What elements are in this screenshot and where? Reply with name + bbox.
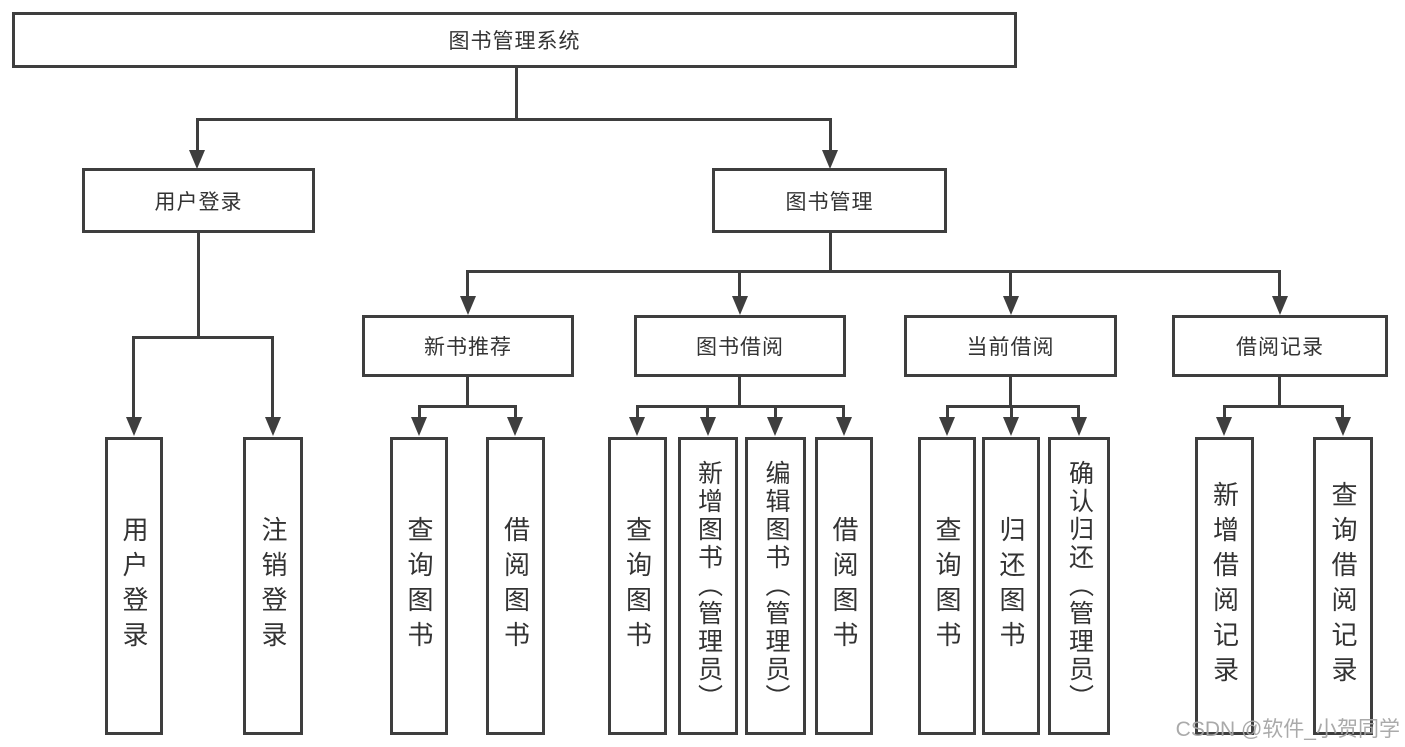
node-label: 新增借阅记录 xyxy=(1209,481,1240,691)
connector-line xyxy=(1223,405,1226,419)
connector-line xyxy=(467,270,1281,273)
node-current-borrow: 当前借阅 xyxy=(904,315,1117,377)
csdn-watermark: CSDN @软件_小贺同学 xyxy=(1175,718,1400,741)
connector-line xyxy=(738,270,741,297)
node-library-management-system: 图书管理系统 xyxy=(12,12,1017,68)
node-book-borrow: 图书借阅 xyxy=(634,315,846,377)
arrow-down-icon xyxy=(700,417,716,436)
leaf-borrow-books-recommend: 借阅图书 xyxy=(486,437,545,735)
connector-line xyxy=(636,405,845,408)
arrow-down-icon xyxy=(732,296,748,315)
connector-line xyxy=(514,405,517,419)
leaf-borrow-books: 借阅图书 xyxy=(815,437,873,735)
arrow-down-icon xyxy=(939,417,955,436)
leaf-query-borrow-record: 查询借阅记录 xyxy=(1313,437,1373,735)
node-user-login: 用户登录 xyxy=(82,168,315,233)
connector-line xyxy=(132,336,274,339)
arrow-down-icon xyxy=(1003,296,1019,315)
leaf-add-borrow-record: 新增借阅记录 xyxy=(1195,437,1254,735)
node-label: 用户登录 xyxy=(119,516,149,656)
arrow-down-icon xyxy=(767,417,783,436)
leaf-return-books: 归还图书 xyxy=(982,437,1040,735)
node-label: 图书管理 xyxy=(785,190,874,214)
arrow-down-icon xyxy=(189,150,205,169)
leaf-edit-books-admin: 编辑图书（管理员） xyxy=(745,437,806,735)
connector-line xyxy=(829,233,832,270)
node-new-book-recommend: 新书推荐 xyxy=(362,315,574,377)
node-label: 借阅图书 xyxy=(500,516,531,656)
leaf-add-books-admin: 新增图书（管理员） xyxy=(678,437,738,735)
arrow-down-icon xyxy=(126,417,142,436)
node-borrow-records: 借阅记录 xyxy=(1172,315,1388,377)
node-label: 用户登录 xyxy=(154,190,243,214)
leaf-query-books-borrow: 查询图书 xyxy=(608,437,667,735)
node-label: 借阅记录 xyxy=(1236,336,1324,359)
connector-line xyxy=(946,405,949,419)
leaf-query-books-current: 查询图书 xyxy=(918,437,976,735)
leaf-user-login: 用户登录 xyxy=(105,437,163,735)
connector-line xyxy=(132,336,135,419)
connector-line xyxy=(418,405,421,419)
leaf-logout: 注销登录 xyxy=(243,437,303,735)
arrow-down-icon xyxy=(507,417,523,436)
arrow-down-icon xyxy=(1216,417,1232,436)
connector-line xyxy=(466,377,469,405)
connector-line xyxy=(636,405,639,419)
node-label: 查询图书 xyxy=(622,516,653,656)
leaf-confirm-return-admin: 确认归还（管理员） xyxy=(1048,437,1110,735)
arrow-down-icon xyxy=(411,417,427,436)
node-label: 新书推荐 xyxy=(424,336,512,359)
connector-line xyxy=(418,405,516,408)
connector-line xyxy=(1278,377,1281,405)
connector-line xyxy=(829,118,832,152)
node-label: 借阅图书 xyxy=(829,516,859,656)
node-label: 注销登录 xyxy=(258,516,288,656)
connector-line xyxy=(1010,405,1013,419)
node-label: 确认归还（管理员） xyxy=(1065,460,1094,712)
arrow-down-icon xyxy=(1071,417,1087,436)
node-label: 当前借阅 xyxy=(966,336,1055,359)
arrow-down-icon xyxy=(1272,296,1288,315)
connector-line xyxy=(271,336,274,419)
connector-line xyxy=(515,68,518,118)
connector-line xyxy=(197,233,200,336)
connector-line xyxy=(196,118,199,152)
connector-line xyxy=(196,118,832,121)
node-label: 图书管理系统 xyxy=(448,30,581,53)
connector-line xyxy=(1341,405,1344,419)
node-book-management: 图书管理 xyxy=(712,168,947,233)
connector-line xyxy=(706,405,709,419)
node-label: 查询图书 xyxy=(932,516,962,656)
node-label: 编辑图书（管理员） xyxy=(762,460,790,712)
arrow-down-icon xyxy=(1003,417,1019,436)
connector-line xyxy=(842,405,845,419)
node-label: 新增图书（管理员） xyxy=(694,460,723,712)
arrow-down-icon xyxy=(265,417,281,436)
connector-line xyxy=(738,377,741,405)
connector-line xyxy=(1009,377,1012,405)
connector-line xyxy=(946,405,1080,408)
node-label: 归还图书 xyxy=(996,516,1026,656)
arrow-down-icon xyxy=(460,296,476,315)
connector-line xyxy=(1077,405,1080,419)
connector-line xyxy=(1223,405,1343,408)
arrow-down-icon xyxy=(629,417,645,436)
connector-line xyxy=(1009,270,1012,297)
connector-line xyxy=(774,405,777,419)
connector-line xyxy=(466,270,469,297)
node-label: 图书借阅 xyxy=(696,336,784,359)
leaf-query-books-recommend: 查询图书 xyxy=(390,437,448,735)
arrow-down-icon xyxy=(836,417,852,436)
node-label: 查询图书 xyxy=(404,516,434,656)
arrow-down-icon xyxy=(822,150,838,169)
node-label: 查询借阅记录 xyxy=(1328,481,1358,691)
connector-line xyxy=(1278,270,1281,297)
arrow-down-icon xyxy=(1335,417,1351,436)
